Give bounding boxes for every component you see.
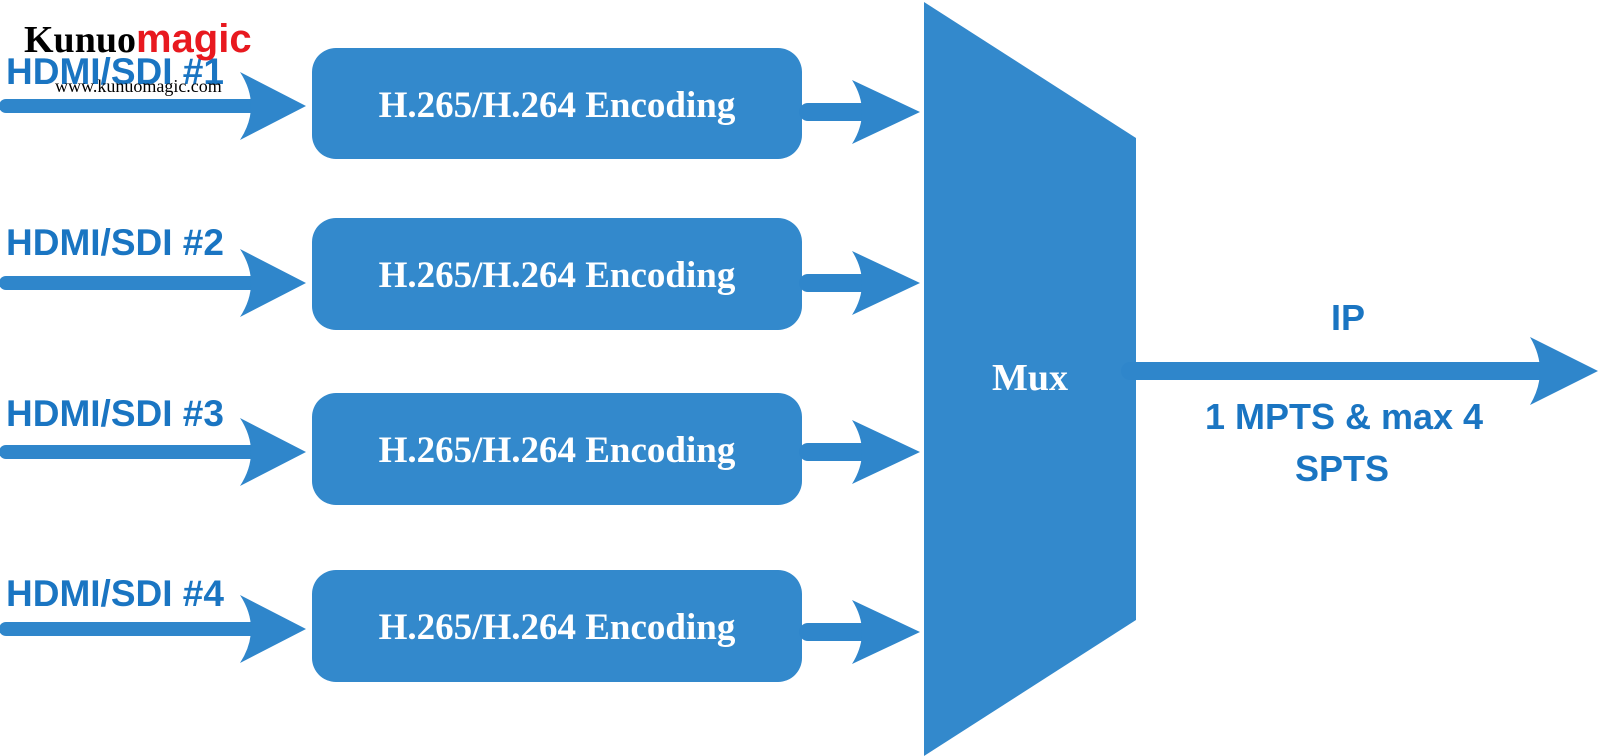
encoding-box-4 — [312, 570, 802, 682]
mux-trapezoid — [924, 2, 1136, 756]
brand-part-2: magic — [136, 17, 252, 61]
input-row-3: HDMI/SDI #3 H.265/H.264 Encoding — [0, 393, 920, 505]
input-arrow-head-2 — [240, 249, 306, 317]
brand-logo: Kunuomagic — [24, 17, 252, 61]
encoding-box-1 — [312, 48, 802, 159]
box-arrow-head-2 — [852, 251, 920, 315]
encoding-box-label-2: H.265/H.264 Encoding — [379, 255, 736, 296]
encoding-box-label-1: H.265/H.264 Encoding — [379, 85, 736, 126]
output-block: IP 1 MPTS & max 4 SPTS — [1121, 297, 1598, 489]
output-bottom-line-1: 1 MPTS & max 4 — [1205, 396, 1483, 437]
box-arrow-head-3 — [852, 420, 920, 484]
input-row-1: HDMI/SDI #1 H.265/H.264 Encoding — [0, 48, 920, 159]
input-arrow-head-3 — [240, 418, 306, 486]
input-arrow-head-1 — [240, 72, 306, 140]
box-arrow-head-1 — [852, 80, 920, 144]
output-arrow-head — [1530, 337, 1598, 405]
encoding-box-label-4: H.265/H.264 Encoding — [379, 607, 736, 648]
brand-watermark: Kunuomagic www.kunuomagic.com — [24, 17, 252, 96]
mux-label: Mux — [992, 357, 1068, 399]
input-row-4: HDMI/SDI #4 H.265/H.264 Encoding — [0, 570, 920, 682]
mux-block: Mux — [924, 2, 1136, 756]
input-label-1: HDMI/SDI #1 — [6, 51, 224, 92]
input-label-2: HDMI/SDI #2 — [6, 222, 224, 263]
output-top-label: IP — [1331, 297, 1365, 338]
box-arrow-head-4 — [852, 600, 920, 664]
input-label-3: HDMI/SDI #3 — [6, 393, 224, 434]
input-label-4: HDMI/SDI #4 — [6, 573, 224, 614]
encoding-box-label-3: H.265/H.264 Encoding — [379, 430, 736, 471]
brand-part-1: Kunuo — [24, 19, 136, 61]
input-row-2: HDMI/SDI #2 H.265/H.264 Encoding — [0, 218, 920, 330]
encoding-box-2 — [312, 218, 802, 330]
encoding-box-3 — [312, 393, 802, 505]
output-bottom-line-2: SPTS — [1295, 448, 1389, 489]
brand-url: www.kunuomagic.com — [55, 76, 222, 96]
input-arrow-head-4 — [240, 595, 306, 663]
